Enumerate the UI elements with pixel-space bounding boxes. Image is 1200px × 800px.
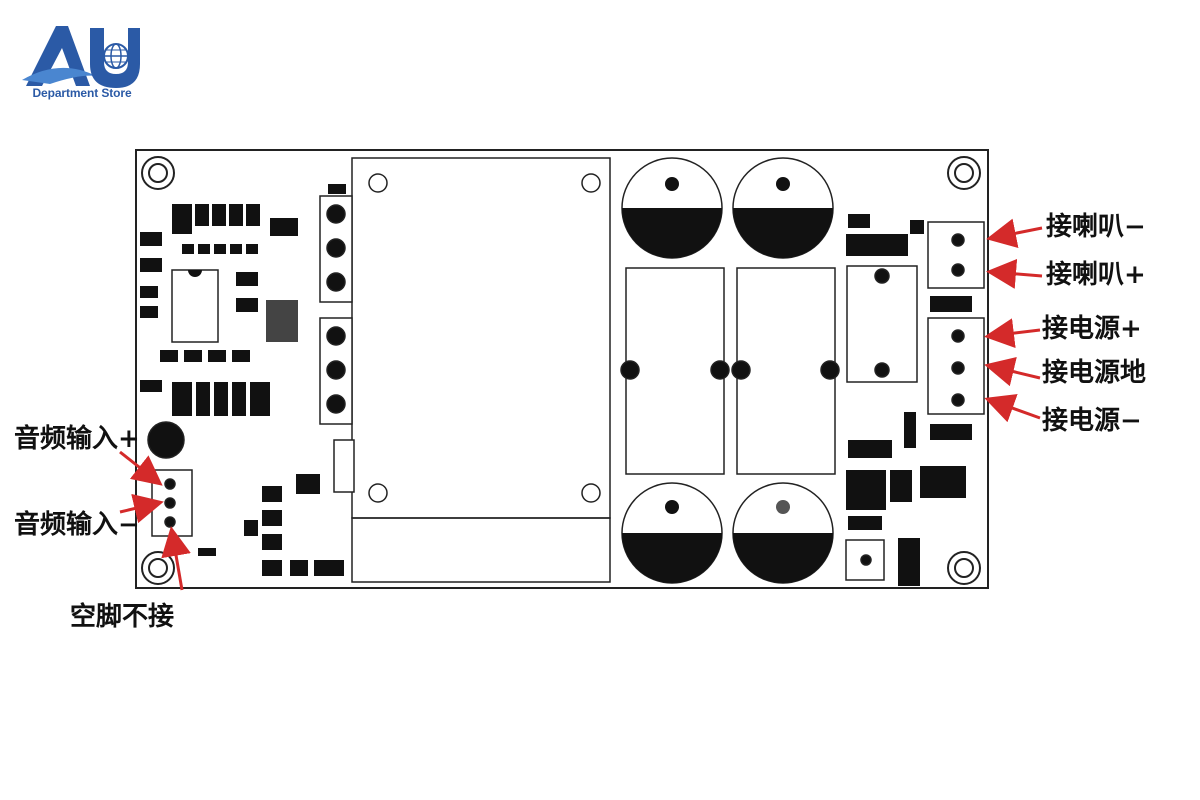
arrow-power-gnd	[984, 357, 1041, 387]
inductor	[625, 267, 725, 475]
arrow-speaker-neg	[986, 218, 1043, 249]
label-speaker-pos: 接喇叭+	[1046, 260, 1146, 290]
callout-arrows	[119, 218, 1043, 591]
logo-letter-u	[90, 28, 140, 88]
mounting-hole	[141, 156, 175, 190]
arrow-power-neg	[984, 394, 1041, 423]
label-power-pos: 接电源+	[1042, 314, 1142, 344]
mounting-hole	[141, 551, 175, 585]
label-power-neg: 接电源−	[1042, 406, 1142, 436]
arrow-audio-neg	[119, 493, 164, 524]
label-empty-pin: 空脚不接	[70, 602, 175, 632]
smd-components	[140, 184, 972, 586]
power-connector	[927, 317, 985, 415]
label-audio-neg: 音频输入−	[14, 510, 140, 540]
label-power-gnd: 接电源地	[1042, 358, 1147, 388]
au-logo	[22, 26, 140, 88]
arrow-audio-pos	[119, 450, 163, 486]
mounting-hole	[947, 156, 981, 190]
inductor	[736, 267, 836, 475]
arrow-speaker-pos	[986, 258, 1043, 289]
globe-icon	[103, 43, 129, 69]
mounting-holes	[141, 156, 981, 585]
arrow-power-pos	[984, 318, 1041, 349]
arrow-empty-pin	[161, 526, 191, 591]
inductors	[620, 265, 918, 475]
mounting-hole	[947, 551, 981, 585]
transistor-column	[319, 195, 355, 493]
ic-chip	[171, 269, 219, 343]
label-audio-pos: 音频输入+	[14, 424, 140, 454]
logo-swoosh	[22, 67, 96, 84]
capacitors-bottom	[621, 482, 834, 584]
capacitors-top	[621, 157, 834, 259]
speaker-connector	[927, 221, 985, 289]
label-speaker-neg: 接喇叭−	[1046, 212, 1146, 242]
small-connector	[845, 539, 885, 581]
brand-name: Department Store	[32, 86, 132, 100]
